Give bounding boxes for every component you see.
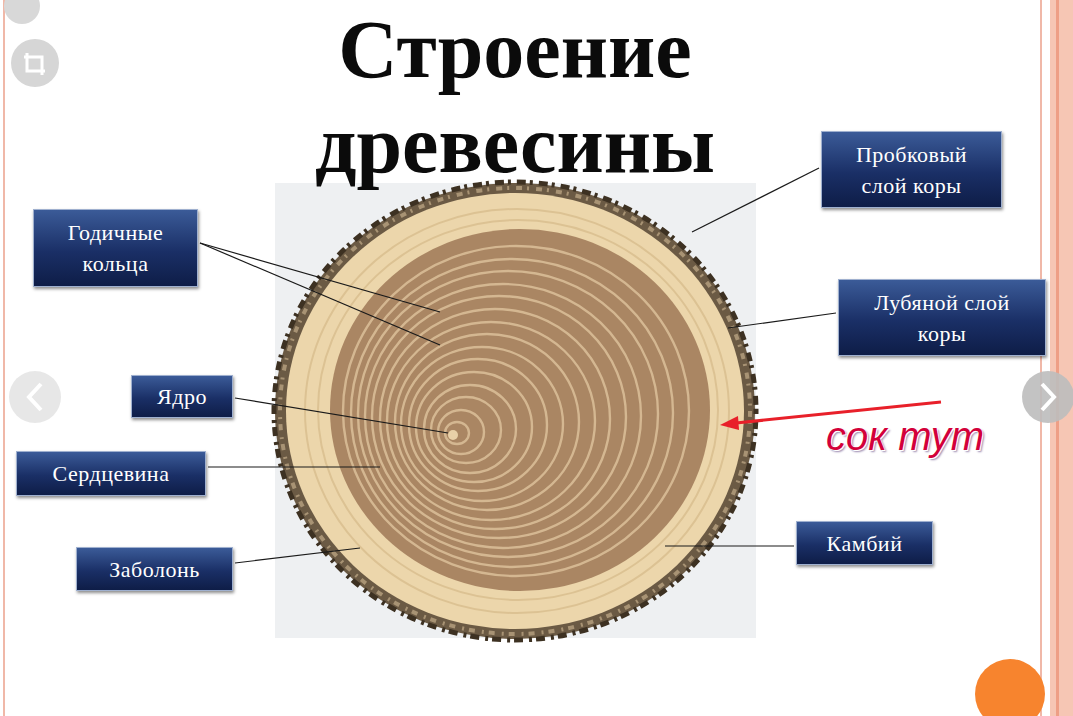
viewer-button <box>4 0 40 24</box>
crop-icon <box>24 53 45 75</box>
pith <box>448 430 458 440</box>
frame-line <box>3 0 5 716</box>
nav-arrow <box>1042 384 1054 410</box>
label-text: Сердцевина <box>53 458 170 489</box>
red-arrowhead <box>720 416 739 430</box>
diagram-title: Строение древесины <box>215 2 815 192</box>
heartwood <box>330 229 710 591</box>
bark-edge <box>274 182 756 640</box>
label-text: Пробковый слой коры <box>832 139 991 201</box>
sapwood-ring <box>305 209 729 613</box>
label-text: Камбий <box>827 528 903 559</box>
sapwood <box>286 193 744 629</box>
side-strip <box>1050 0 1073 716</box>
bark <box>275 183 755 639</box>
label-box: Годичные кольца <box>33 209 198 287</box>
label-box: Лубяной слой коры <box>838 279 1046 356</box>
label-box: Пробковый слой коры <box>821 131 1002 208</box>
label-box: Сердцевина <box>16 451 206 496</box>
label-box: Ядро <box>131 375 233 418</box>
label-text: Годичные кольца <box>44 217 187 279</box>
label-box: Заболонь <box>76 547 233 591</box>
label-text: Ядро <box>157 381 207 412</box>
nav-button <box>9 371 61 423</box>
label-box: Камбий <box>796 521 933 565</box>
frame-line <box>1040 0 1042 716</box>
photo-background <box>275 183 756 638</box>
leader-lines <box>200 168 836 563</box>
sapwood-ring <box>318 220 718 600</box>
nav-arrow <box>29 384 41 410</box>
label-text: Лубяной слой коры <box>849 287 1035 349</box>
label-text: Заболонь <box>109 554 199 585</box>
viewer-button <box>11 39 59 87</box>
bark-texture <box>280 188 750 634</box>
annual-rings <box>343 246 689 576</box>
orange-dot <box>975 659 1045 716</box>
nav-button <box>1022 371 1073 423</box>
handwritten-note: сок тут <box>826 412 984 460</box>
side-strip <box>1056 0 1059 716</box>
